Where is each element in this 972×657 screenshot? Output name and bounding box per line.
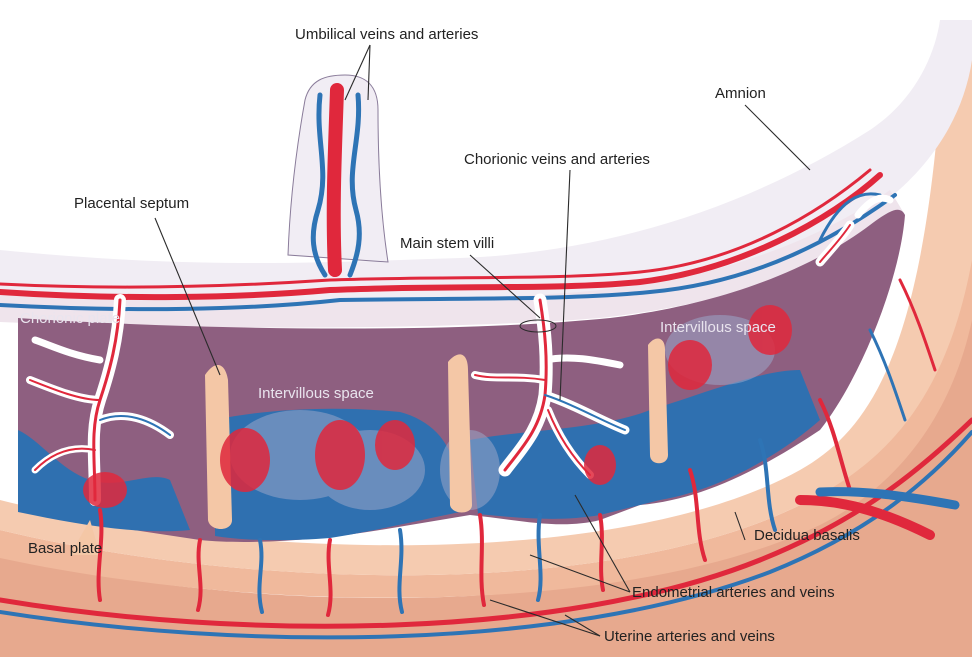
label-chorionic-vessels: Chorionic veins and arteries [464, 151, 650, 168]
label-chorionic-plate: Chorionic plate [20, 310, 120, 327]
label-intervillous-space-right: Intervillous space [660, 319, 776, 336]
label-uterine: Uterine arteries and veins [604, 628, 775, 645]
label-endometrial: Endometrial arteries and veins [632, 584, 835, 601]
label-umbilical: Umbilical veins and arteries [295, 26, 478, 43]
label-decidua-basalis: Decidua basalis [754, 527, 860, 544]
label-placental-septum: Placental septum [74, 195, 189, 212]
label-intervillous-space-left: Intervillous space [258, 385, 374, 402]
label-amnion: Amnion [715, 85, 766, 102]
label-basal-plate: Basal plate [28, 540, 102, 557]
label-main-stem-villi: Main stem villi [400, 235, 494, 252]
